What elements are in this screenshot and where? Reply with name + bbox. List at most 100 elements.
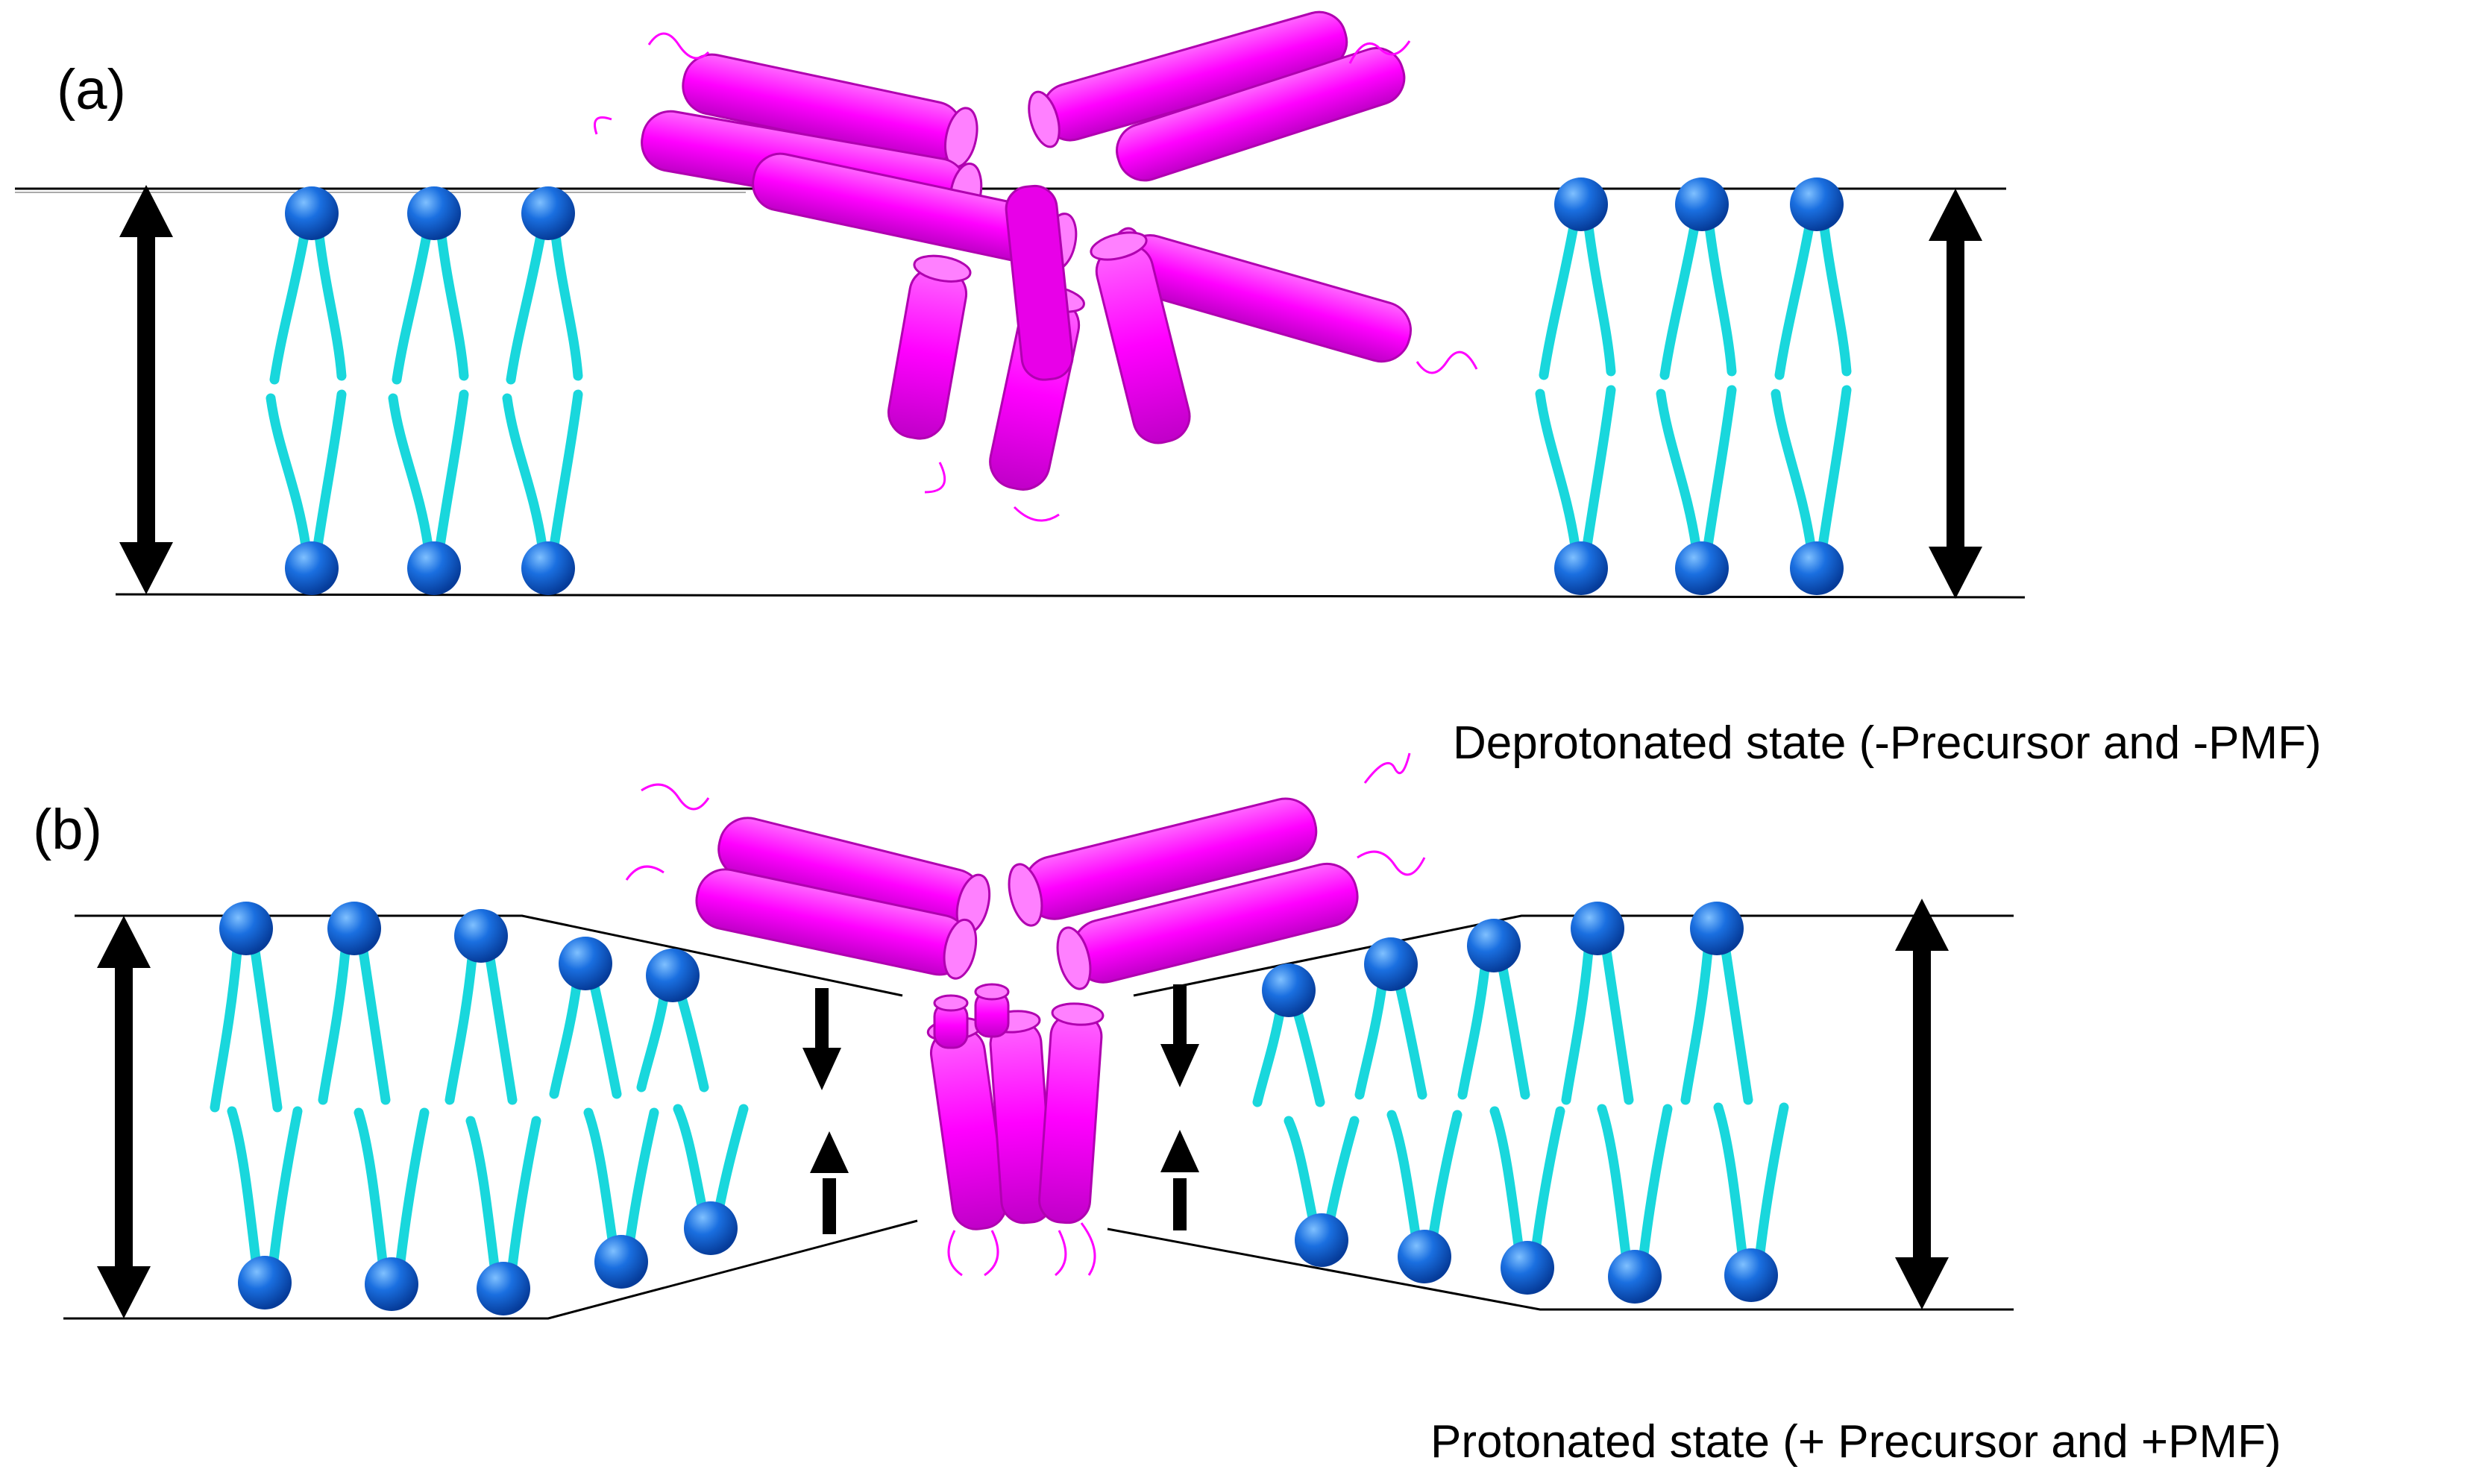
- lipid-tail: [549, 389, 583, 551]
- panel-b-left-lipids: [210, 902, 749, 1315]
- panel-b-right-thinning-arrows: [1160, 984, 1199, 1230]
- lipid-tail: [444, 953, 477, 1105]
- lipid-tail: [676, 993, 709, 1092]
- lipid-tail: [227, 1106, 261, 1266]
- lipid-tail: [210, 946, 242, 1113]
- lipid-tail: [1639, 1104, 1673, 1260]
- panel-a-right-thickness-arrow: [1929, 189, 1982, 599]
- lipid-tail: [1535, 389, 1580, 551]
- lipid-tail: [1656, 389, 1701, 551]
- lipid-tail: [1817, 385, 1852, 551]
- lipid-tail: [1703, 385, 1737, 551]
- panel-a-bottom-line: [115, 593, 2026, 599]
- lipid-tail: [589, 981, 622, 1099]
- lipid-tail: [1583, 221, 1616, 377]
- lipid-head: [477, 1262, 530, 1315]
- lipid-head: [1262, 963, 1316, 1017]
- lipid-tail: [392, 230, 432, 385]
- lipid-tail: [266, 393, 311, 551]
- lipid-head: [1571, 902, 1624, 955]
- lipid-tail: [1597, 1104, 1631, 1260]
- lipid-tail: [1539, 221, 1579, 380]
- panel-b-label: (b): [33, 798, 102, 861]
- lipid-tail: [506, 230, 546, 385]
- lipid-head: [1501, 1241, 1554, 1295]
- lipid-tail: [1354, 981, 1387, 1100]
- lipid-head: [407, 186, 461, 240]
- lipid-head: [1295, 1213, 1348, 1267]
- lipid-tail: [583, 1107, 618, 1245]
- lipid-tail: [1561, 946, 1594, 1105]
- lipid-tail: [1704, 221, 1737, 377]
- lipid-tail: [1252, 1007, 1285, 1107]
- lipid-head: [1790, 541, 1844, 595]
- lipid-tail: [1713, 1102, 1747, 1258]
- lipid-tail: [314, 230, 347, 381]
- lipid-head: [219, 902, 273, 955]
- lipid-tail: [1755, 1102, 1789, 1258]
- lipid-tail: [250, 946, 283, 1113]
- lipid-tail: [1680, 946, 1713, 1105]
- lipid-head: [594, 1235, 648, 1289]
- lipid-tail: [268, 1106, 303, 1266]
- lipid-head: [365, 1257, 418, 1311]
- lipid-tail: [1395, 981, 1427, 1100]
- panel-b-membrane: (b) Protonated state (+ Precursor and +P…: [33, 752, 2281, 1468]
- lipid-head: [285, 186, 339, 240]
- lipid-head: [238, 1256, 292, 1309]
- lipid-tail: [1774, 221, 1815, 380]
- lipid-tail: [269, 230, 310, 385]
- panel-b-right-thickness-arrow: [1895, 899, 1949, 1309]
- panel-b-left-thinning-arrows: [802, 988, 849, 1234]
- panel-b-left-thickness-arrow: [97, 916, 151, 1318]
- lipid-tail: [435, 389, 469, 551]
- lipid-head: [1675, 177, 1729, 231]
- lipid-tail: [318, 946, 351, 1105]
- panel-b-bottom-right-line: [1107, 1227, 2014, 1311]
- panel-a-left-lipids: [266, 186, 583, 595]
- lipid-tail: [1721, 946, 1753, 1105]
- lipid-tail: [1582, 385, 1616, 551]
- panel-a-protein: [594, 10, 1478, 522]
- lipid-head: [1554, 541, 1608, 595]
- lipid-head: [285, 541, 339, 595]
- lipid-head: [1690, 902, 1744, 955]
- lipid-tail: [395, 1107, 430, 1267]
- lipid-tail: [502, 393, 547, 551]
- lipid-head: [1608, 1250, 1662, 1304]
- lipid-tail: [1284, 1116, 1318, 1223]
- lipid-tail: [1292, 1007, 1325, 1107]
- panel-b-top-right-line: [1133, 914, 2014, 997]
- lipid-head: [1554, 177, 1608, 231]
- lipid-tail: [673, 1104, 707, 1211]
- panel-b-protein: [625, 752, 1426, 1277]
- panel-a-membrane: (a) Deprotonated state (-Precursor and -…: [15, 10, 2322, 769]
- lipid-tail: [507, 1116, 541, 1271]
- panel-b-caption: Protonated state (+ Precursor and +PMF): [1430, 1416, 2281, 1468]
- lipid-head: [327, 902, 381, 955]
- lipid-tail: [485, 953, 518, 1105]
- lipid-tail: [1386, 1110, 1421, 1239]
- panel-a-left-thickness-arrow: [119, 185, 173, 594]
- lipid-head: [521, 186, 575, 240]
- lipid-tail: [1819, 221, 1852, 377]
- lipid-head: [407, 541, 461, 595]
- lipid-head: [1398, 1230, 1451, 1283]
- lipid-tail: [354, 1107, 388, 1267]
- panel-b-bottom-left-line: [63, 1219, 918, 1320]
- lipid-tail: [436, 230, 469, 381]
- panel-a-caption: Deprotonated state (-Precursor and -PMF): [1453, 717, 2322, 769]
- lipid-head: [521, 541, 575, 595]
- lipid-tail: [1498, 963, 1530, 1100]
- lipid-tail: [636, 993, 669, 1092]
- lipid-tail: [1489, 1106, 1524, 1251]
- lipid-tail: [1659, 221, 1700, 380]
- lipid-head: [1364, 937, 1418, 991]
- lipid-tail: [388, 393, 433, 551]
- lipid-head: [1467, 919, 1521, 972]
- panel-a-label: (a): [57, 58, 126, 122]
- panel-a-right-lipids: [1535, 177, 1852, 595]
- lipid-tail: [465, 1116, 500, 1271]
- lipid-head: [454, 909, 508, 963]
